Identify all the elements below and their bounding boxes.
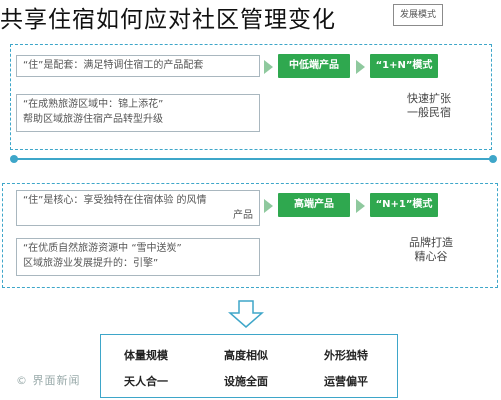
middle-panel <box>2 183 498 288</box>
feature-r2c2: 设施全面 <box>224 375 268 388</box>
mid-desc-text-1b: 产品 <box>233 210 253 221</box>
mid-tag-right: “N+1”模式 <box>370 193 438 217</box>
watermark-text: © 界面新闻 <box>16 374 81 387</box>
top-tag-right: “1+N”模式 <box>370 54 438 78</box>
mid-desc-box-1: “住”是核心：享受独特在住宿体验 的风情 产品 <box>16 190 260 226</box>
top-desc-box-2: “在成熟旅游区域中：锦上添花” 帮助区域旅游住宿产品转型升级 <box>16 94 260 132</box>
mid-side-line-2: 精心谷 <box>414 250 448 263</box>
arrow-right-icon <box>356 199 365 213</box>
down-arrow-icon <box>228 300 264 328</box>
top-tag-middle: 中低端产品 <box>278 54 350 78</box>
arrow-right-icon <box>264 60 273 74</box>
mid-desc-text-2: “在优质自然旅游资源中 “雪中送炭” <box>23 243 182 254</box>
mid-desc-box-2: “在优质自然旅游资源中 “雪中送炭” 区域旅游业发展提升的：引擎” <box>16 238 260 276</box>
divider-dot-right <box>489 155 497 163</box>
feature-r1c2: 高度相似 <box>224 349 268 362</box>
mid-side-text: 品牌打造 精心谷 <box>398 236 464 264</box>
mid-desc-text-3: 区域旅游业发展提升的：引擎” <box>23 258 159 269</box>
feature-r1c3: 外形独特 <box>324 349 368 362</box>
top-panel <box>10 44 492 150</box>
mode-label: 发展模式 <box>393 4 443 26</box>
top-side-line-1: 快速扩张 <box>407 92 451 105</box>
features-box: 体量规模 高度相似 外形独特 天人合一 设施全面 运营偏平 <box>100 334 398 398</box>
top-desc-text-3: 帮助区域旅游住宿产品转型升级 <box>23 114 163 125</box>
arrow-right-icon <box>356 60 365 74</box>
top-side-line-2: 一般民宿 <box>407 106 451 119</box>
top-desc-text-1: “住”是配套：满足特调住宿工的产品配套 <box>23 60 204 71</box>
feature-r2c1: 天人合一 <box>124 375 168 388</box>
mid-side-line-1: 品牌打造 <box>409 236 453 249</box>
top-desc-box-1: “住”是配套：满足特调住宿工的产品配套 <box>16 55 260 77</box>
arrow-right-icon <box>264 199 273 213</box>
divider-dot-left <box>10 155 18 163</box>
feature-r1c1: 体量规模 <box>124 349 168 362</box>
mid-tag-middle: 高端产品 <box>278 193 350 217</box>
top-side-text: 快速扩张 一般民宿 <box>394 92 464 120</box>
feature-r2c3: 运营偏平 <box>324 375 368 388</box>
section-divider <box>14 158 492 160</box>
mid-desc-text-1: “住”是核心：享受独特在住宿体验 的风情 <box>23 195 207 206</box>
top-desc-text-2: “在成熟旅游区域中：锦上添花” <box>23 99 164 110</box>
